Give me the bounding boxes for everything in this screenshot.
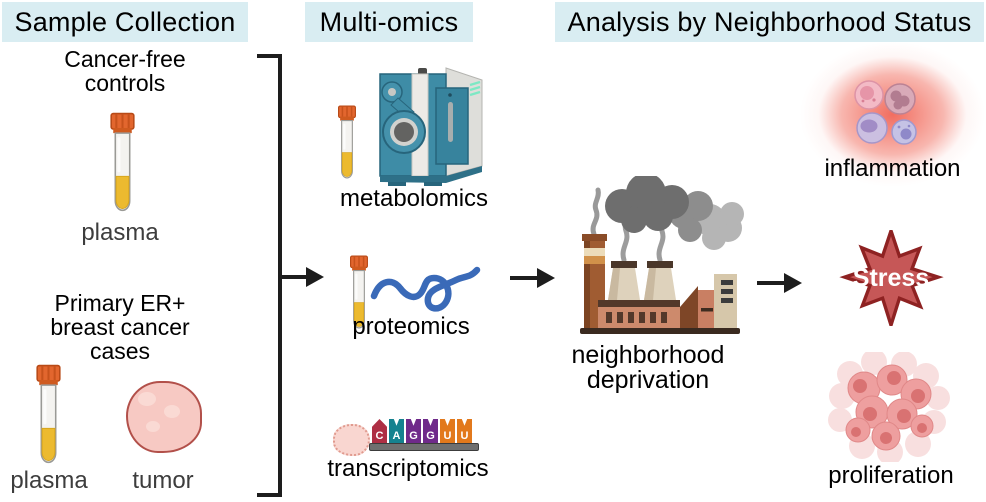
- bracket-top-tick: [257, 54, 282, 58]
- arrow-samples-to-omics: [280, 275, 307, 279]
- arrow-omics-to-neighborhood: [510, 276, 538, 280]
- proliferation-label: proliferation: [828, 462, 954, 489]
- stress-label: Stress: [852, 263, 930, 292]
- plasma-tube-icon: [105, 112, 140, 216]
- plasma-label-cases: plasma: [10, 467, 88, 494]
- stress-star-icon: [839, 230, 944, 326]
- rna-base-g: G: [406, 419, 421, 445]
- rna-base-u: U: [457, 419, 472, 445]
- tumor-label: tumor: [132, 467, 194, 494]
- rna-base-g: G: [423, 419, 438, 445]
- arrow-omics-to-neighborhood-head: [537, 268, 555, 288]
- plasma-tube-icon: [334, 105, 360, 182]
- header-sample-collection: Sample Collection: [2, 2, 248, 42]
- tumor-highlight: [146, 421, 160, 432]
- inflammation-label: inflammation: [824, 155, 961, 182]
- tumor-highlight: [138, 392, 156, 406]
- protein-squiggle-icon: [370, 266, 481, 312]
- bracket-bottom-tick: [257, 493, 282, 497]
- breast-cancer-cases-label: Primary ER+ breast cancer cases: [50, 290, 190, 364]
- arrow-samples-to-omics-head: [306, 267, 324, 287]
- rna-base-c: C: [372, 419, 387, 445]
- rna-base-a: A: [389, 419, 404, 445]
- tumor-small-icon: [333, 424, 370, 456]
- mass-spectrometer-icon: [379, 67, 483, 186]
- header-multi-omics: Multi-omics: [305, 2, 473, 42]
- rna-sequence-icon: C A G G U U: [372, 419, 472, 445]
- immune-cells-icon: [854, 80, 917, 145]
- header-analysis: Analysis by Neighborhood Status: [555, 2, 984, 42]
- neighborhood-deprivation-label: neighborhood deprivation: [571, 341, 725, 394]
- proliferating-cells-icon: [828, 352, 950, 462]
- arrow-neighborhood-to-outcomes: [757, 281, 785, 285]
- tumor-icon: [126, 381, 202, 453]
- inflammation-glow: [800, 42, 985, 187]
- rna-base-u: U: [440, 419, 455, 445]
- plasma-tube-icon: [31, 364, 66, 468]
- tumor-highlight: [164, 405, 180, 418]
- transcriptomics-label: transcriptomics: [327, 455, 489, 482]
- arrow-neighborhood-to-outcomes-head: [784, 273, 802, 293]
- plasma-label-controls: plasma: [81, 219, 159, 246]
- proteomics-label: proteomics: [352, 313, 470, 340]
- factory-icon: [580, 176, 744, 334]
- metabolomics-label: metabolomics: [339, 185, 489, 212]
- cancer-free-controls-label: Cancer-free controls: [64, 46, 186, 96]
- rna-bar: [369, 443, 479, 451]
